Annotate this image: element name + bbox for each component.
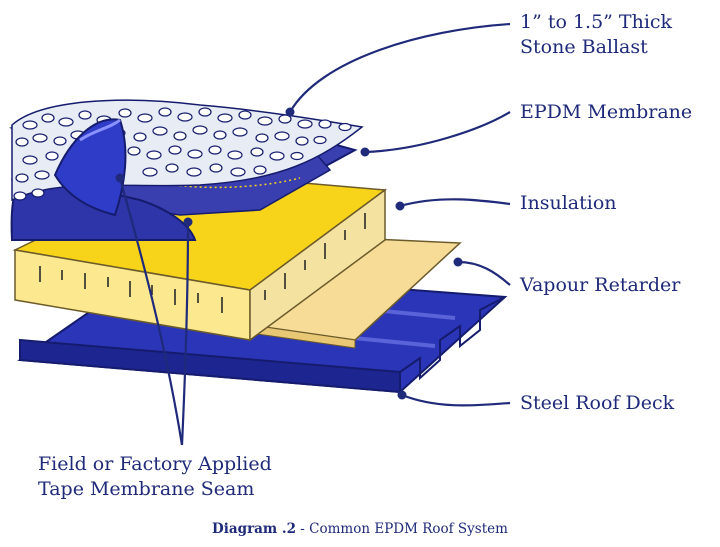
- leader-lines: [118, 22, 511, 446]
- label-tape-membrane-seam: Field or Factory Applied Tape Membrane S…: [38, 452, 272, 502]
- label-seam-line1: Field or Factory Applied: [38, 453, 272, 475]
- caption-bold: Diagram .2: [212, 521, 297, 537]
- membrane-seam-flap: [53, 118, 127, 217]
- label-stone-ballast-line2: Stone Ballast: [520, 36, 648, 58]
- label-insulation: Insulation: [520, 192, 617, 214]
- label-seam-line2: Tape Membrane Seam: [38, 478, 255, 500]
- diagram-caption: Diagram .2 - Common EPDM Roof System: [0, 521, 720, 537]
- caption-text: - Common EPDM Roof System: [296, 521, 508, 537]
- label-stone-ballast-line1: 1” to 1.5” Thick: [520, 11, 673, 33]
- label-vapour-retarder: Vapour Retarder: [520, 274, 681, 296]
- label-steel-roof-deck: Steel Roof Deck: [520, 392, 675, 414]
- label-stone-ballast: 1” to 1.5” Thick Stone Ballast: [520, 10, 672, 60]
- leader-dots: [115, 107, 463, 400]
- label-epdm-membrane: EPDM Membrane: [520, 101, 693, 123]
